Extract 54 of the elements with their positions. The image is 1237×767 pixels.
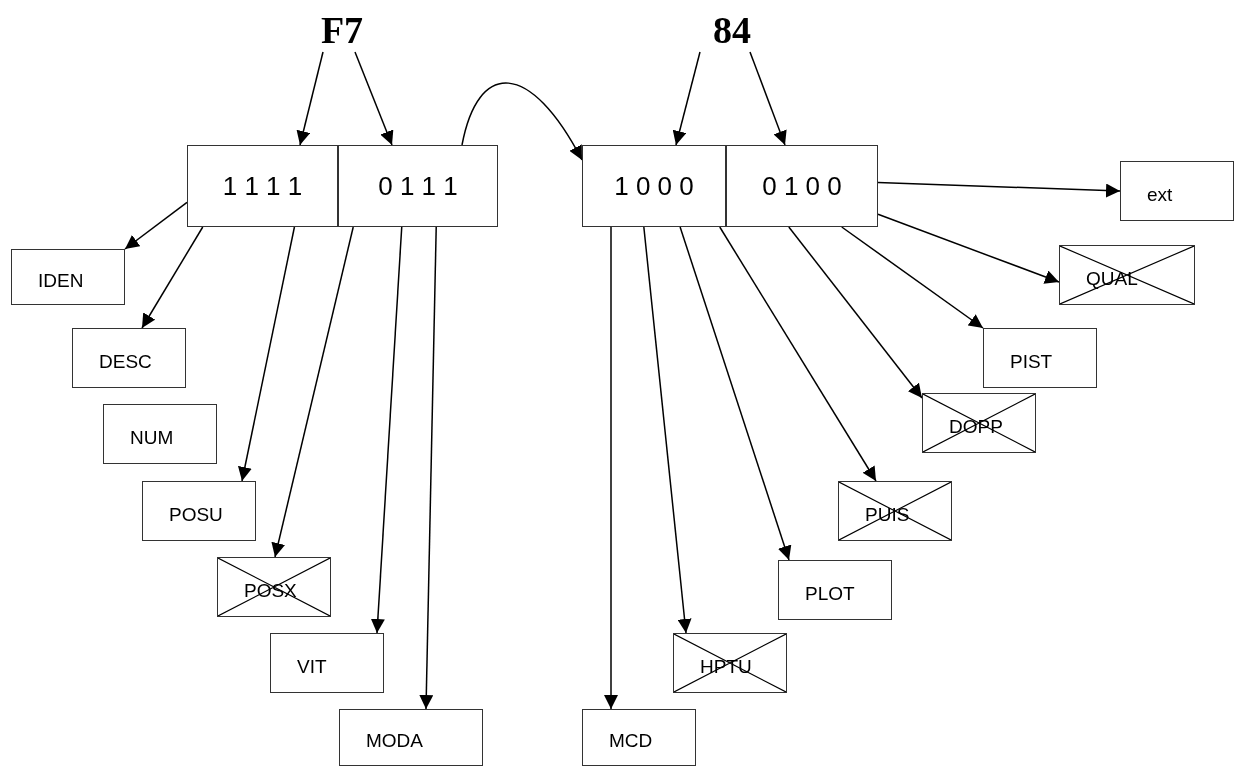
bit-box [726,145,878,227]
bit-group: 0 1 1 1 [378,173,458,199]
field-box [1120,161,1234,221]
arrow [296,51,324,146]
bit-group: 0 1 0 0 [762,173,842,199]
arrow [271,226,354,558]
arrow [719,226,877,482]
arrow [643,226,692,634]
field-box [72,328,186,388]
arrow [354,51,394,146]
field-box [270,633,384,693]
field-box [778,560,892,620]
field-name: IDEN [38,270,84,290]
bit-box [187,145,338,227]
arrow [124,201,188,250]
hex-value: 84 [713,11,751,49]
field-box [339,709,483,766]
arrow [679,226,792,561]
field-box [11,249,125,305]
bit-box [338,145,498,227]
arrow [604,226,618,710]
crossed-out-field-box [673,633,787,693]
field-box [582,709,696,766]
arrow [461,82,583,161]
arrow [672,51,701,146]
crossed-out-field-box [922,393,1036,453]
arrow [877,213,1060,284]
field-name: NUM [130,427,174,447]
field-box [983,328,1097,388]
hex-value: F7 [320,11,364,49]
field-name: PLOT [805,583,855,603]
arrow [788,226,923,399]
field-box [142,481,256,541]
bit-group: 1 1 1 1 [222,173,303,199]
arrow [370,226,403,634]
field-name: VIT [297,656,327,676]
arrow [419,226,437,710]
field-name: ext [1147,184,1173,204]
arrow [841,226,984,329]
field-box [103,404,217,464]
arrow [749,51,787,146]
arrow [237,226,296,482]
field-name: PIST [1010,351,1053,371]
field-name: MODA [366,731,423,750]
field-name: POSU [169,504,223,524]
bit-box [582,145,726,227]
arrow [141,226,204,329]
arrow [877,181,1121,198]
field-name: MCD [609,731,653,750]
bit-group: 1 0 0 0 [614,173,694,199]
crossed-out-field-box [1059,245,1195,305]
crossed-out-field-box [217,557,331,617]
field-name: DESC [99,351,152,371]
crossed-out-field-box [838,481,952,541]
